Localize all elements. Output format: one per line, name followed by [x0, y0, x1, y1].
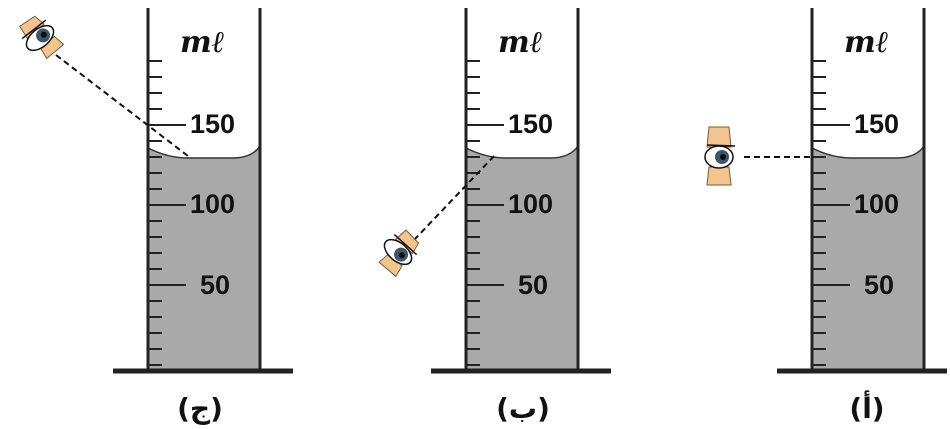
unit-label: mℓ: [844, 25, 889, 60]
meniscus-line: [147, 145, 261, 159]
eye-icon: [19, 15, 65, 60]
panel-caption: (أ): [849, 390, 884, 425]
scale-label-150: 150: [190, 109, 235, 139]
panel-jeem: mℓ 150 100 50 (ج): [19, 8, 293, 426]
scale-label-50: 50: [864, 270, 894, 300]
scale-label-100: 100: [508, 189, 553, 219]
meniscus-line: [465, 145, 579, 159]
scale-ticks: [466, 60, 504, 366]
panel-caption: (ب): [496, 392, 550, 425]
panel-caption: (ج): [177, 392, 223, 426]
scale-label-150: 150: [854, 109, 899, 139]
scale-label-100: 100: [854, 189, 899, 219]
eye-icon: [378, 229, 420, 278]
scale-label-150: 150: [508, 109, 553, 139]
scale-ticks: [148, 60, 186, 366]
line-of-sight: [55, 54, 189, 157]
eye-icon: [704, 126, 736, 186]
liquid: [466, 146, 578, 370]
scale-label-50: 50: [518, 270, 548, 300]
scale-label-100: 100: [190, 189, 235, 219]
unit-label: mℓ: [498, 25, 543, 60]
meniscus-line: [811, 145, 925, 159]
panel-baa: mℓ 150 100 50 (ب): [378, 8, 611, 425]
liquid: [812, 146, 924, 370]
panel-alif: mℓ 150 100 50 (أ): [704, 8, 947, 425]
scale-ticks: [812, 60, 850, 366]
unit-label: mℓ: [180, 25, 225, 60]
liquid: [148, 146, 260, 370]
scale-label-50: 50: [200, 270, 230, 300]
